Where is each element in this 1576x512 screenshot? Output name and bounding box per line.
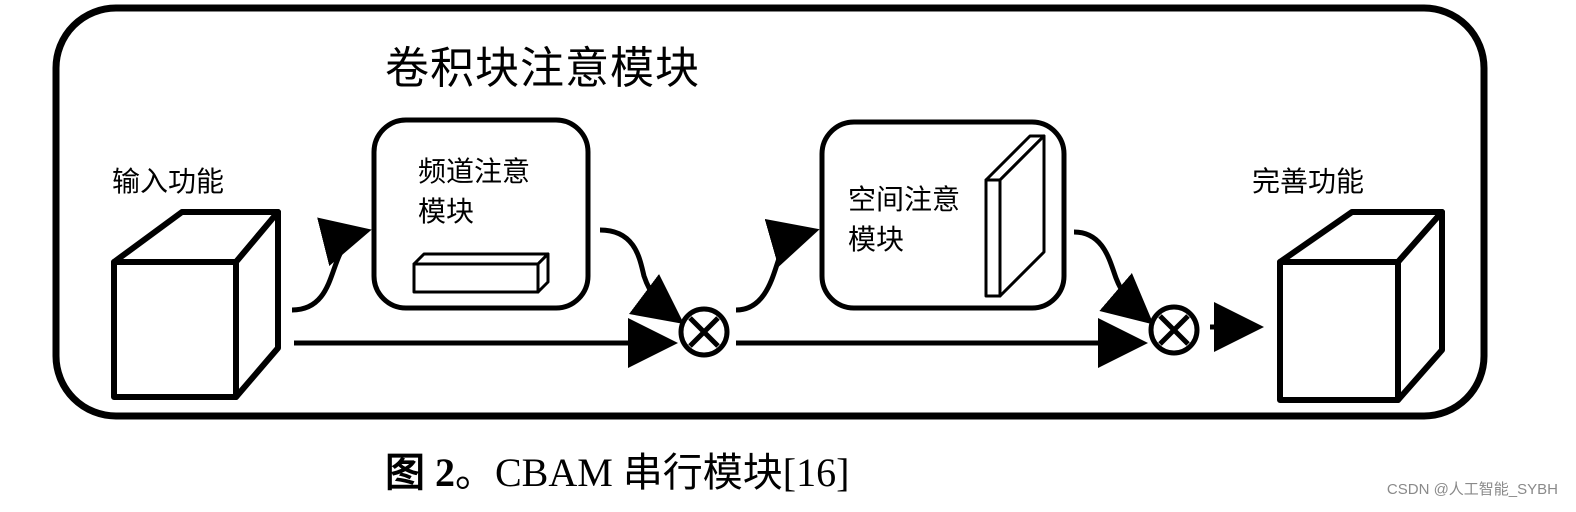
input-feature-cube	[111, 209, 281, 400]
figure-caption-text: 。CBAM 串行模块[16]	[455, 450, 850, 495]
outer-frame	[52, 4, 1488, 420]
spatial-attention-label-line2: 模块	[848, 223, 905, 256]
diagram-title: 卷积块注意模块	[385, 43, 700, 94]
multiply-node-2	[1148, 304, 1200, 356]
arrow-mult1-to-spatial	[735, 218, 820, 313]
arrow-spatial-to-mult2	[1073, 229, 1154, 325]
channel-attention-vector	[412, 252, 550, 294]
spatial-attention-map	[984, 134, 1046, 298]
spatial-attention-label-line1: 空间注意	[848, 183, 961, 216]
refined-feature-label: 完善功能	[1252, 165, 1365, 198]
multiply-node-1	[678, 306, 730, 358]
channel-attention-label: 频道注意 模块	[418, 152, 558, 232]
spatial-attention-box	[819, 119, 1067, 311]
channel-attention-box	[371, 117, 591, 311]
figure-number: 图 2	[385, 450, 455, 495]
channel-attention-label-line2: 模块	[418, 195, 475, 228]
spatial-attention-label: 空间注意 模块	[848, 180, 988, 260]
input-feature-label: 输入功能	[112, 165, 225, 198]
arrow-input-to-channel	[291, 217, 372, 313]
figure-caption: 图 2。CBAM 串行模块[16]	[385, 440, 849, 498]
watermark: CSDN @人工智能_SYBH	[1386, 481, 1558, 498]
refined-feature-cube	[1277, 209, 1445, 403]
arrow-channel-to-mult1	[599, 227, 684, 325]
channel-attention-label-line1: 频道注意	[418, 155, 531, 188]
